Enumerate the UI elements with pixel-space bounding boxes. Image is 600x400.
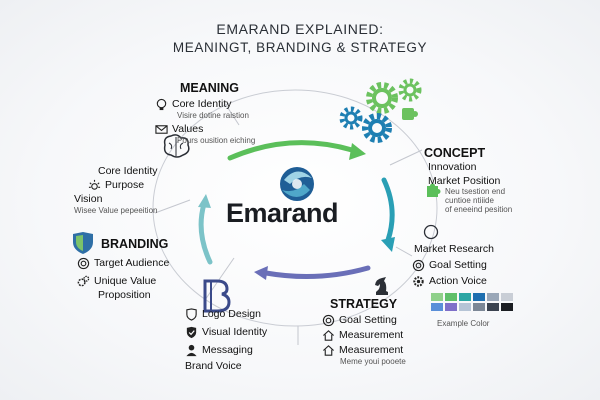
gears-illustration xyxy=(339,78,422,143)
left-item-label: Core Identity xyxy=(98,165,158,177)
concept-item-label: Innovation xyxy=(428,161,477,173)
identity-item-label: Brand Voice xyxy=(185,360,242,372)
branding-header: BRANDING xyxy=(101,237,169,251)
meaning-block: Core Identity Visire dotine raistion Val… xyxy=(155,97,255,145)
person-icon xyxy=(185,344,198,357)
branding-shield-icon xyxy=(73,232,93,254)
strategy-item-label: Measurement xyxy=(339,344,404,356)
meaning-item-sub: Pours ousition eiching xyxy=(177,136,256,145)
strategy-header: STRATEGY xyxy=(330,297,398,311)
identity-item-label: Logo Design xyxy=(202,308,261,320)
meaning-item-label: Values xyxy=(172,123,204,135)
concept-sub-line: Neu tsestion end xyxy=(445,187,506,196)
connector-meaning xyxy=(225,104,240,126)
purple-arrow-arc xyxy=(263,265,371,280)
concept-item-label: Market Position xyxy=(428,175,501,187)
light-teal-arrow-arc xyxy=(198,201,213,265)
meaning-header: MEANING xyxy=(180,81,240,95)
envelope-icon xyxy=(155,123,168,136)
connector-left xyxy=(154,199,191,214)
concept-sub-block: Neu tsestion end cuntioe ntiiide of enee… xyxy=(445,187,512,214)
color-swatch xyxy=(501,303,513,311)
target-icon xyxy=(77,257,90,270)
meaning-item-label: Core Identity xyxy=(172,98,232,110)
target-icon xyxy=(322,314,335,327)
color-swatch xyxy=(445,303,457,311)
research-item-label: Market Research xyxy=(414,243,494,255)
b-monogram-icon xyxy=(203,279,231,313)
connector-logo xyxy=(204,257,235,301)
color-swatch xyxy=(459,303,471,311)
left-item-sub: Wisee Value pepeeition xyxy=(74,206,158,215)
color-swatch xyxy=(501,293,513,301)
research-block: Market Research Goal Setting Action Voic… xyxy=(412,242,494,288)
color-swatch xyxy=(431,303,443,311)
green-arrow-arc xyxy=(227,140,355,161)
strategy-sub: Meme youi pooete xyxy=(340,357,406,366)
target-icon xyxy=(412,259,425,272)
check-shield-icon xyxy=(185,326,198,339)
concept-sub-line: cuntioe ntiiide xyxy=(445,196,494,205)
purple-arrow-head xyxy=(254,266,268,280)
chess-knight-icon xyxy=(375,277,388,295)
concept-sub-line: of eneeind pesition xyxy=(445,205,513,214)
color-swatch xyxy=(445,293,457,301)
color-swatch xyxy=(487,293,499,301)
left-item-label: Purpose xyxy=(105,179,145,191)
concept-block: Innovation Market Position xyxy=(428,160,500,188)
brain-icon xyxy=(163,134,190,158)
puzzle-icon xyxy=(427,183,441,197)
meaning-item-sub: Visire dotine raistion xyxy=(177,111,249,120)
color-swatch xyxy=(473,293,485,301)
connector-concept xyxy=(389,149,423,166)
research-item-label: Goal Setting xyxy=(429,259,487,271)
connector-right xyxy=(395,246,413,257)
palette-caption: Example Color xyxy=(437,319,490,328)
teal-arrow-arc xyxy=(381,177,395,243)
identity-item-label: Visual Identity xyxy=(202,326,268,338)
color-palette xyxy=(431,293,513,311)
sun-burst-icon xyxy=(88,179,101,192)
color-swatch xyxy=(487,303,499,311)
research-item-label: Action Voice xyxy=(429,275,487,287)
brand-name: Emarand xyxy=(226,198,339,228)
left-item-label: Vision xyxy=(74,193,103,205)
gear-icon xyxy=(412,275,425,288)
teal-arrow-head xyxy=(381,237,395,252)
color-swatch xyxy=(459,293,471,301)
home-icon xyxy=(322,329,335,342)
lightbulb-icon xyxy=(155,98,168,111)
identity-block: Logo Design Visual Identity Messaging Br… xyxy=(185,307,267,373)
strategy-item-label: Measurement xyxy=(339,329,404,341)
left-block: Core Identity Purpose Vision Wisee Value… xyxy=(74,164,158,215)
emarand-logo xyxy=(280,167,314,201)
page-subtitle: MEANINGT, BRANDING & STRATEGY xyxy=(172,40,428,55)
branding-item-label: Proposition xyxy=(98,289,151,301)
concept-header: CONCEPT xyxy=(424,146,486,160)
home-icon xyxy=(322,344,335,357)
branding-block: Target Audience Unique Value Proposition xyxy=(77,256,169,302)
color-swatch xyxy=(473,303,485,311)
strategy-block: Goal Setting Measurement Measurement Mem… xyxy=(322,313,406,366)
strategy-item-label: Goal Setting xyxy=(339,314,397,326)
page-title: EMARAND EXPLAINED: xyxy=(216,21,384,37)
light-teal-arrow-head xyxy=(198,194,211,208)
gears-small-icon xyxy=(77,275,90,288)
outer-cycle-ring xyxy=(152,89,438,327)
color-swatch xyxy=(431,293,443,301)
identity-item-label: Messaging xyxy=(202,344,253,356)
shield-icon xyxy=(185,307,198,321)
compass-icon xyxy=(423,224,439,240)
green-arrow-head xyxy=(349,143,366,160)
branding-item-label: Unique Value xyxy=(94,275,157,287)
branding-item-label: Target Audience xyxy=(94,257,170,269)
